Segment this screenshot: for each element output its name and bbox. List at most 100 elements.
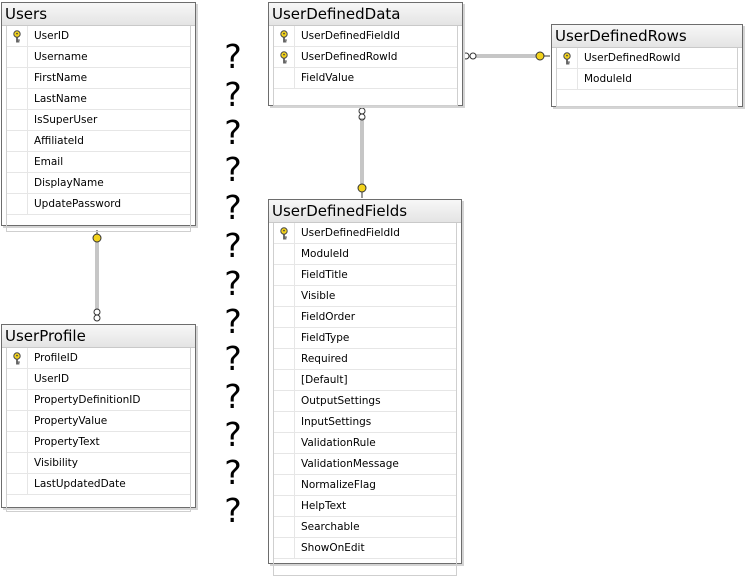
column-row[interactable]: PropertyValue bbox=[7, 411, 190, 432]
column-name: UserDefinedFieldId bbox=[301, 30, 400, 42]
key-end-icon bbox=[357, 183, 367, 198]
row-gutter bbox=[7, 369, 28, 389]
column-name: HelpText bbox=[301, 500, 347, 512]
column-row[interactable]: Username bbox=[7, 47, 190, 68]
column-row[interactable]: ModuleId bbox=[557, 69, 737, 90]
column-row[interactable]: NormalizeFlag bbox=[274, 475, 456, 496]
column-name: Username bbox=[34, 51, 88, 63]
column-row[interactable]: PropertyDefinitionID bbox=[7, 390, 190, 411]
column-name: PropertyDefinitionID bbox=[34, 394, 141, 406]
column-row[interactable]: FieldTitle bbox=[274, 265, 456, 286]
column-name: UpdatePassword bbox=[34, 198, 122, 210]
key-end-icon bbox=[92, 230, 102, 243]
question-mark: ? bbox=[224, 339, 242, 379]
primary-key-icon bbox=[12, 351, 23, 365]
column-row[interactable]: UserID bbox=[7, 369, 190, 390]
row-gutter bbox=[274, 328, 295, 348]
column-name: AffiliateId bbox=[34, 135, 84, 147]
row-gutter bbox=[274, 68, 295, 88]
column-row[interactable]: AffiliateId bbox=[7, 131, 190, 152]
question-mark: ? bbox=[224, 452, 242, 492]
column-list: ProfileID UserID PropertyDefinitionID Prope… bbox=[6, 348, 191, 512]
row-gutter bbox=[557, 48, 578, 68]
column-row[interactable]: PropertyText bbox=[7, 432, 190, 453]
column-row[interactable]: Required bbox=[274, 349, 456, 370]
column-name: ModuleId bbox=[584, 73, 632, 85]
column-name: FieldOrder bbox=[301, 311, 356, 323]
row-gutter bbox=[7, 47, 28, 67]
row-gutter bbox=[274, 391, 295, 411]
column-name: [Default] bbox=[301, 374, 348, 386]
column-row[interactable]: FieldValue bbox=[274, 68, 457, 89]
column-name: ProfileID bbox=[34, 352, 78, 364]
column-row[interactable]: ModuleId bbox=[274, 244, 456, 265]
column-row[interactable]: ShowOnEdit bbox=[274, 538, 456, 559]
column-name: PropertyText bbox=[34, 436, 100, 448]
primary-key-icon bbox=[279, 29, 290, 43]
column-name: Required bbox=[301, 353, 348, 365]
row-gutter bbox=[274, 47, 295, 67]
column-row[interactable]: Searchable bbox=[274, 517, 456, 538]
table-title: UserProfile bbox=[2, 325, 195, 348]
column-row[interactable]: OutputSettings bbox=[274, 391, 456, 412]
column-name: FieldTitle bbox=[301, 269, 348, 281]
row-gutter bbox=[274, 517, 295, 537]
table-user-profile[interactable]: UserProfile ProfileID UserID PropertyDefin… bbox=[1, 324, 196, 512]
row-gutter bbox=[274, 412, 295, 432]
column-name: DisplayName bbox=[34, 177, 104, 189]
column-row[interactable]: UserDefinedFieldId bbox=[274, 26, 457, 47]
column-row[interactable]: [Default] bbox=[274, 370, 456, 391]
column-name: IsSuperUser bbox=[34, 114, 98, 126]
question-mark: ? bbox=[224, 414, 242, 454]
column-row[interactable]: HelpText bbox=[274, 496, 456, 517]
column-row[interactable]: FirstName bbox=[7, 68, 190, 89]
column-row[interactable]: UserDefinedRowId bbox=[274, 47, 457, 68]
question-mark-column: ????????????? bbox=[218, 38, 248, 529]
column-row[interactable]: FieldType bbox=[274, 328, 456, 349]
column-row[interactable]: InputSettings bbox=[274, 412, 456, 433]
column-row[interactable]: IsSuperUser bbox=[7, 110, 190, 131]
column-name: UserID bbox=[34, 30, 70, 42]
row-gutter bbox=[274, 223, 295, 243]
column-name: LastName bbox=[34, 93, 87, 105]
row-gutter bbox=[274, 265, 295, 285]
row-gutter bbox=[274, 26, 295, 46]
column-row[interactable]: Email bbox=[7, 152, 190, 173]
primary-key-icon bbox=[562, 51, 573, 65]
column-row[interactable]: DisplayName bbox=[7, 173, 190, 194]
column-name: OutputSettings bbox=[301, 395, 381, 407]
column-row[interactable]: FieldOrder bbox=[274, 307, 456, 328]
column-row[interactable]: ValidationRule bbox=[274, 433, 456, 454]
column-row[interactable]: Visible bbox=[274, 286, 456, 307]
column-row[interactable]: Visibility bbox=[7, 453, 190, 474]
column-row[interactable]: UserDefinedFieldId bbox=[274, 223, 456, 244]
row-gutter bbox=[7, 348, 28, 368]
column-row[interactable]: LastUpdatedDate bbox=[7, 474, 190, 495]
column-name: Searchable bbox=[301, 521, 360, 533]
column-name: PropertyValue bbox=[34, 415, 108, 427]
column-name: FirstName bbox=[34, 72, 88, 84]
relationship-userprofile-users bbox=[92, 230, 102, 322]
column-row[interactable]: LastName bbox=[7, 89, 190, 110]
question-mark: ? bbox=[224, 225, 242, 265]
table-title: Users bbox=[2, 3, 195, 26]
column-row[interactable]: UpdatePassword bbox=[7, 194, 190, 215]
row-gutter bbox=[7, 453, 28, 473]
column-row[interactable]: ValidationMessage bbox=[274, 454, 456, 475]
key-end-icon bbox=[535, 51, 550, 61]
column-row[interactable]: UserID bbox=[7, 26, 190, 47]
column-name: LastUpdatedDate bbox=[34, 478, 126, 490]
column-name: ModuleId bbox=[301, 248, 349, 260]
column-name: Email bbox=[34, 156, 64, 168]
question-mark: ? bbox=[224, 37, 242, 76]
column-row[interactable]: ProfileID bbox=[7, 348, 190, 369]
question-mark: ? bbox=[224, 263, 242, 303]
column-row[interactable]: UserDefinedRowId bbox=[557, 48, 737, 69]
empty-row bbox=[7, 495, 190, 511]
